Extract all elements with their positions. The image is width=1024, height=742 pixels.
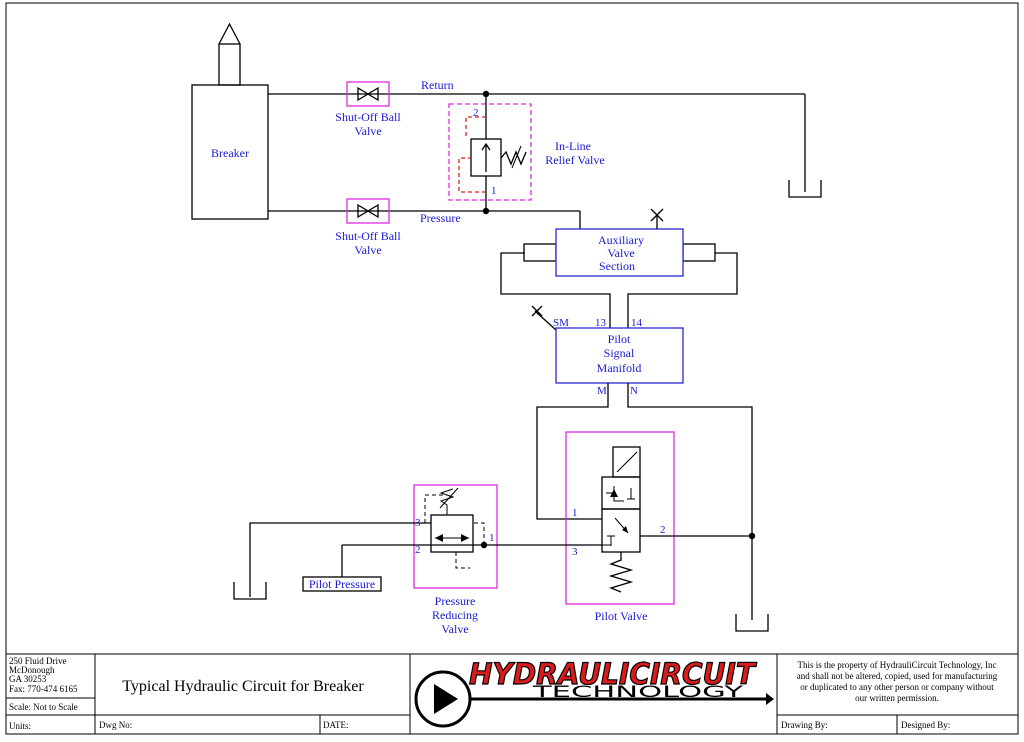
pilot-valve-tank-symbol — [735, 614, 769, 632]
shutoff-valve-pressure-label-1: Shut-Off Ball — [335, 229, 401, 243]
title-block — [6, 653, 1018, 734]
breaker-tip — [218, 22, 241, 45]
shutoff-valve-return-label-2: Valve — [354, 124, 381, 138]
pressure-label: Pressure — [420, 211, 461, 225]
relief-pilot-line-bottom — [458, 157, 486, 193]
pilot-signal-manifold — [531, 305, 753, 536]
designed-by-label: Designed By: — [901, 720, 950, 730]
notice-line-1: This is the property of HydrauliCircuit … — [797, 660, 996, 670]
drawing-title: Typical Hydraulic Circuit for Breaker — [122, 678, 364, 695]
prv-label-2: Reducing — [432, 608, 478, 622]
aux-valve-label-2: Valve — [607, 246, 634, 260]
manifold-n-line — [627, 383, 753, 536]
relief-valve-label-1: In-Line — [555, 139, 591, 153]
shutoff-valve-return-label-1: Shut-Off Ball — [335, 110, 401, 124]
relief-pilot-line-top — [465, 116, 486, 139]
notice-line-3: or duplicated to any other person or com… — [800, 682, 994, 692]
prv-label-1: Pressure — [435, 594, 476, 608]
logo-subtitle: TECHNOLOGY — [531, 682, 743, 701]
prv-tank-symbol — [233, 582, 267, 600]
address-line-4: Fax: 770-474 6165 — [9, 684, 78, 694]
dwg-no-label: Dwg No: — [99, 720, 132, 730]
shutoff-valve-return — [346, 81, 390, 107]
logo-arrow-icon — [434, 684, 458, 714]
manifold-m-line — [536, 383, 609, 520]
relief-valve-label-2: Relief Valve — [545, 153, 604, 167]
pilot-valve — [565, 431, 769, 632]
breaker-label: Breaker — [211, 146, 249, 160]
prv-port-3: 3 — [415, 517, 421, 529]
address-line-2: McDonough — [9, 665, 55, 675]
pressure-reducing-valve — [233, 484, 602, 600]
relief-port-1: 1 — [491, 185, 497, 197]
date-label: DATE: — [323, 720, 349, 730]
pilot-valve-port-1: 1 — [572, 507, 578, 519]
manifold-port-13: 13 — [595, 317, 607, 329]
pilot-valve-port-2: 2 — [660, 524, 666, 536]
manifold-port-14: 14 — [631, 317, 643, 329]
solenoid-coil — [612, 446, 641, 478]
company-logo: HYDRAULICIRCUIT TECHNOLOGY — [414, 656, 774, 728]
inline-relief-valve — [448, 94, 532, 211]
manifold-port-m: M — [597, 385, 607, 397]
pilot-pressure-label: Pilot Pressure — [309, 577, 375, 591]
notice-line-2: and shall not be altered, copied, used f… — [797, 671, 998, 681]
prv-spring — [439, 488, 455, 515]
manifold-port-sm: SM — [553, 317, 569, 329]
pilot-valve-port-3: 3 — [572, 546, 578, 558]
prv-label-3: Valve — [441, 622, 468, 636]
sheet-border — [5, 2, 1019, 735]
breaker-tool — [218, 43, 241, 86]
notice-line-4: our written permission. — [855, 693, 939, 703]
address-line-3: GA 30253 — [9, 674, 47, 684]
return-tank-symbol — [788, 180, 822, 198]
pilot-pressure-box — [302, 576, 382, 592]
shutoff-valve-pressure-label-2: Valve — [354, 243, 381, 257]
aux-valve-label-3: Section — [599, 259, 635, 273]
manifold-label-1: Pilot — [608, 332, 631, 346]
drawing-by-label: Drawing By: — [781, 720, 828, 730]
scale-label: Scale: Not to Scale — [9, 702, 78, 712]
return-label: Return — [421, 78, 454, 92]
breaker-component: Breaker — [191, 22, 269, 220]
units-label: Units: — [9, 721, 31, 731]
relief-port-2: 2 — [473, 107, 479, 119]
manifold-label-3: Manifold — [597, 361, 642, 375]
pilot-valve-label: Pilot Valve — [595, 609, 648, 623]
pilot-valve-spring — [608, 552, 634, 593]
manifold-port-n: N — [630, 385, 638, 397]
relief-spring — [500, 150, 527, 166]
prv-port-1: 1 — [489, 532, 495, 544]
address-line-1: 250 Fluid Drive — [9, 656, 67, 666]
aux-valve-label-1: Auxiliary — [598, 233, 644, 247]
auxiliary-valve-section — [500, 208, 738, 328]
manifold-label-2: Signal — [604, 346, 635, 360]
shutoff-valve-pressure — [346, 198, 390, 224]
logo-wordmark: HYDRAULICIRCUIT — [469, 657, 757, 691]
prv-port-2: 2 — [415, 544, 421, 556]
